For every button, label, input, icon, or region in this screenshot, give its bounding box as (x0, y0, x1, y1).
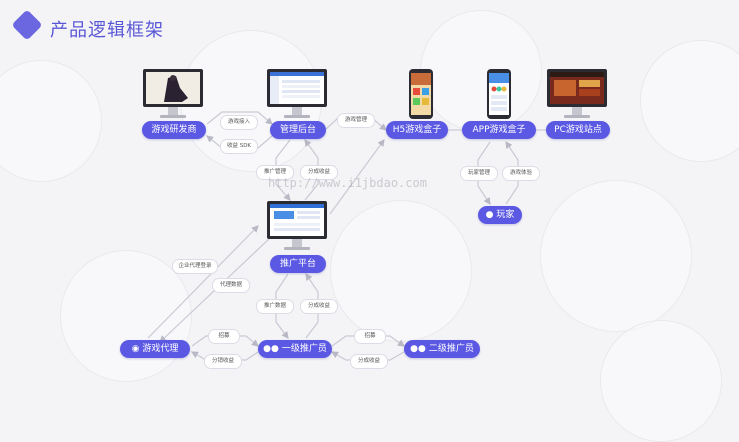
edge-label-recruit-1: 招募 (208, 329, 240, 344)
node-h5-box[interactable]: H5游戏盒子 (386, 121, 448, 139)
edge-label-promo-manage: 推广管理 (256, 165, 294, 180)
bg-circle (640, 40, 739, 162)
edge-developer-backend (206, 111, 273, 125)
bg-circle (0, 60, 102, 182)
page-title: 产品逻辑框架 (50, 20, 164, 41)
edge-label-share-revenue-3: 分成收益 (350, 354, 388, 369)
node-l1-promoter-label: 一级推广员 (281, 344, 327, 354)
edge-label-revenue-sdk: 收益 SDK (220, 139, 258, 154)
users-icon: ●● (410, 344, 426, 354)
node-promo-platform[interactable]: 推广平台 (270, 255, 326, 273)
promo-platform-monitor-icon (267, 201, 327, 250)
node-pc-site-label: PC游戏站点 (554, 125, 602, 135)
node-backend-label: 管理后台 (279, 125, 316, 135)
edge-label-agent-register: 企业代理登录 (172, 259, 218, 274)
pc-monitor-icon (547, 69, 607, 118)
node-developer-label: 游戏研发商 (151, 125, 197, 135)
node-app-box[interactable]: APP游戏盒子 (462, 121, 536, 139)
edge-label-player-manage: 玩家管理 (460, 166, 498, 181)
edge-label-game-access: 游戏接入 (220, 115, 258, 130)
edge-label-promo-data: 推广数据 (256, 299, 294, 314)
node-l2-promoter-label: 二级推广员 (428, 344, 474, 354)
node-developer[interactable]: 游戏研发商 (142, 121, 206, 139)
edge-label-game-manage: 游戏管理 (337, 113, 375, 128)
edge-label-share-income: 分销收益 (204, 354, 242, 369)
edge-label-game-play: 游戏体验 (502, 166, 540, 181)
developer-monitor-icon (143, 69, 203, 118)
node-agent-label: 游戏代理 (142, 344, 179, 354)
bg-circle (420, 10, 542, 132)
edge-label-share-revenue-2: 分成收益 (300, 299, 338, 314)
node-l2-promoter[interactable]: ●●二级推广员 (404, 340, 480, 358)
node-player-label: 玩家 (496, 210, 515, 220)
node-agent[interactable]: ◉游戏代理 (120, 340, 190, 358)
edge-label-share-revenue-1: 分成收益 (300, 165, 338, 180)
user-icon: ● (485, 210, 494, 220)
edge-agent-promo (147, 225, 259, 339)
app-phone-icon (487, 69, 511, 119)
users-icon: ●● (263, 344, 279, 354)
bg-circle (330, 200, 472, 342)
watermark-url: http://www.i1jbdao.com (268, 176, 427, 190)
backend-monitor-icon (267, 69, 327, 118)
diagram-connectors (147, 111, 546, 361)
edge-label-recruit-2: 招募 (354, 329, 386, 344)
node-app-box-label: APP游戏盒子 (472, 125, 526, 135)
edge-label-agent-data: 代理数据 (212, 278, 250, 293)
bg-circle (540, 180, 692, 332)
node-pc-site[interactable]: PC游戏站点 (546, 121, 610, 139)
node-h5-box-label: H5游戏盒子 (392, 125, 442, 135)
h5-phone-icon (409, 69, 433, 119)
edge-promo-h5 (329, 139, 385, 215)
gamepad-icon: ◉ (131, 344, 140, 354)
node-player[interactable]: ●玩家 (478, 206, 522, 224)
node-l1-promoter[interactable]: ●●一级推广员 (258, 340, 332, 358)
node-backend[interactable]: 管理后台 (270, 121, 326, 139)
node-promo-platform-label: 推广平台 (279, 259, 316, 269)
